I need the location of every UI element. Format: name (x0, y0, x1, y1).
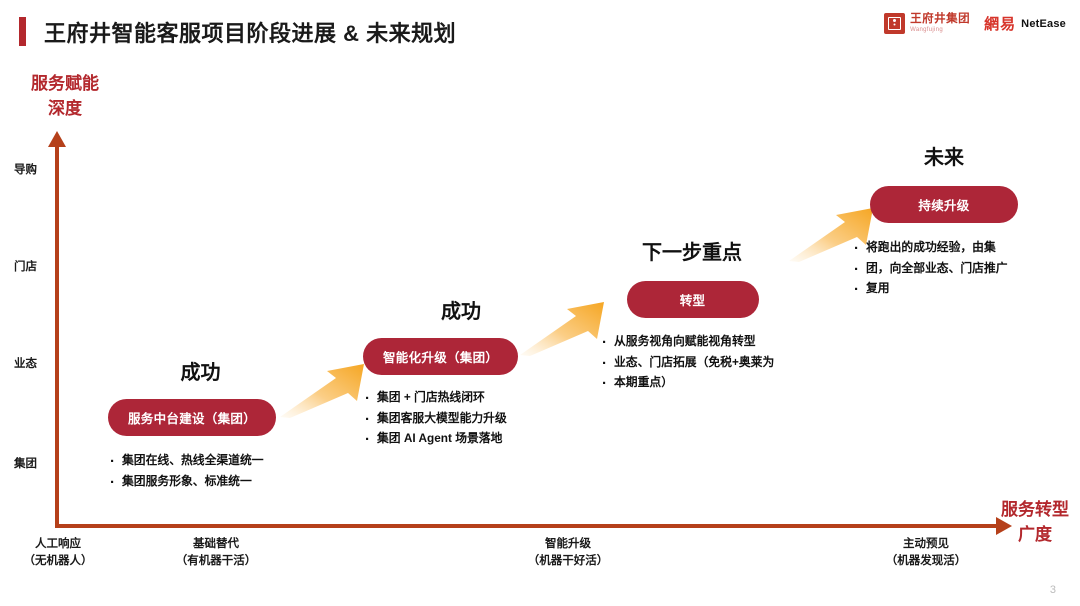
x-axis-line (55, 524, 1000, 528)
list-item: 业态、门店拓展（免税+奥莱为 (600, 351, 840, 377)
y-tick-jituan: 集团 (14, 458, 37, 470)
x-tick-zhudong: 主动预见 （机器发现活） (886, 536, 967, 571)
logo-group: 王府井集团 Wangfujing 網易 NetEase (884, 13, 1066, 34)
x-tick-rengong: 人工响应 （无机器人） (24, 536, 93, 571)
stage-2: 成功 智能化升级（集团） 集团 + 门店热线闭环 集团客服大模型能力升级 集团 … (363, 295, 593, 453)
progress-arrow-3 (789, 208, 873, 262)
wangfujing-wordmark: 王府井集团 Wangfujing (910, 12, 971, 34)
page-number: 3 (1049, 584, 1056, 596)
stage-1: 成功 服务中台建设（集团） 集团在线、热线全渠道统一 集团服务形象、标准统一 (108, 356, 323, 496)
y-tick-daogou: 导购 (14, 164, 37, 176)
wangfujing-gate-icon (884, 13, 906, 34)
y-axis-title: 服务赋能 深度 (10, 72, 120, 121)
stage-3-pill[interactable]: 转型 (626, 281, 759, 318)
list-item: 集团 + 门店热线闭环 (363, 386, 593, 412)
title-accent-bar (19, 17, 26, 46)
x-axis-arrowhead (996, 517, 1012, 535)
x-tick-zhudong-line1: 主动预见 (903, 538, 949, 550)
stage-3: 下一步重点 转型 从服务视角向赋能视角转型 业态、门店拓展（免税+奥莱为 本期重… (600, 236, 840, 397)
stage-4-heading: 未来 (924, 147, 964, 169)
y-tick-mendian: 门店 (14, 261, 37, 273)
stage-1-bullets: 集团在线、热线全渠道统一 集团服务形象、标准统一 (108, 449, 323, 496)
progress-arrow-2 (520, 302, 604, 356)
y-axis-title-line1: 服务赋能 (31, 74, 99, 93)
y-axis-title-line2: 深度 (48, 98, 82, 118)
netease-logo: 網易 NetEase (984, 13, 1066, 34)
x-tick-zhineng-line2: （机器干好活） (527, 555, 609, 568)
list-item-continuation: 本期重点） (600, 371, 840, 397)
list-item: 集团服务形象、标准统一 (108, 470, 323, 496)
page-title: 王府井智能客服项目阶段进展 & 未来规划 (44, 21, 457, 46)
x-axis-title-line1: 服务转型 (1001, 500, 1069, 519)
wangfujing-name-cn: 王府井集团 (910, 12, 971, 25)
stage-3-bullets: 从服务视角向赋能视角转型 业态、门店拓展（免税+奥莱为 本期重点） (600, 330, 840, 397)
wangfujing-logo: 王府井集团 Wangfujing (884, 13, 970, 34)
x-axis-title: 服务转型 广度 (990, 498, 1080, 547)
wangfujing-name-en: Wangfujing (910, 27, 943, 34)
stage-2-bullets: 集团 + 门店热线闭环 集团客服大模型能力升级 集团 AI Agent 场景落地 (363, 386, 593, 453)
y-axis-line (55, 145, 59, 528)
list-item-continuation: 团，向全部业态、门店推广 (852, 257, 1061, 283)
y-tick-yetai: 业态 (14, 358, 37, 370)
x-tick-jichu-line2: （有机器干活） (175, 555, 257, 568)
x-tick-zhineng: 智能升级 （机器干好活） (528, 536, 609, 571)
netease-name-en: NetEase (1021, 17, 1066, 30)
stage-1-heading: 成功 (180, 362, 221, 384)
x-tick-jichu-line1: 基础替代 (193, 538, 239, 550)
stage-4-bullets: 将跑出的成功经验，由集 团，向全部业态、门店推广 复用 (852, 236, 1061, 303)
list-item: 集团在线、热线全渠道统一 (108, 449, 323, 475)
progress-arrow-1 (280, 364, 364, 418)
list-item: 集团 AI Agent 场景落地 (363, 427, 593, 453)
list-item: 将跑出的成功经验，由集 (852, 236, 1061, 262)
stage-4: 未来 持续升级 将跑出的成功经验，由集 团，向全部业态、门店推广 复用 (846, 141, 1061, 303)
list-item: 集团客服大模型能力升级 (363, 407, 593, 433)
x-tick-rengong-line2: （无机器人） (23, 555, 93, 568)
x-tick-zhineng-line1: 智能升级 (545, 538, 591, 550)
x-tick-rengong-line1: 人工响应 (35, 538, 81, 550)
x-tick-zhudong-line2: （机器发现活） (885, 555, 967, 568)
x-tick-jichu: 基础替代 （有机器干活） (176, 536, 257, 571)
stage-2-pill[interactable]: 智能化升级（集团） (363, 338, 519, 375)
x-axis-title-line2: 广度 (1018, 524, 1052, 544)
stage-2-heading: 成功 (441, 301, 481, 323)
list-item-continuation: 复用 (852, 277, 1061, 303)
netease-name-cn: 網易 (984, 16, 1017, 33)
list-item: 从服务视角向赋能视角转型 (600, 330, 840, 356)
stage-1-pill[interactable]: 服务中台建设（集团） (108, 399, 277, 436)
y-axis-arrowhead (48, 131, 66, 147)
stage-3-heading: 下一步重点 (642, 242, 742, 264)
stage-4-pill[interactable]: 持续升级 (870, 186, 1018, 223)
